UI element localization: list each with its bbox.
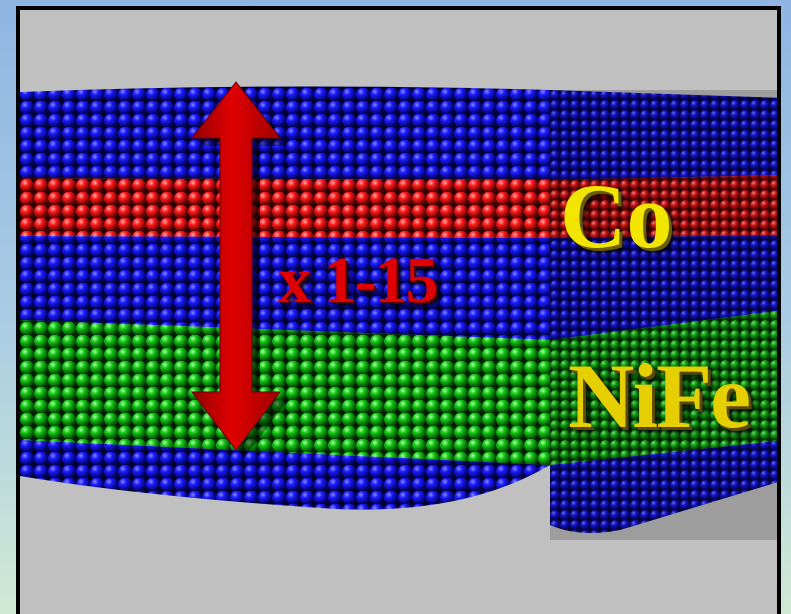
co-layer-label: Co: [560, 165, 673, 267]
figure-panel: x 1-15 Co NiFe: [16, 6, 781, 614]
repeat-count-label: x 1-15: [278, 244, 438, 317]
side-face: [550, 90, 777, 540]
nife-layer-label: NiFe: [568, 345, 751, 447]
layer-nife: [20, 320, 550, 465]
layer-co: [20, 178, 550, 238]
front-face: [20, 86, 550, 510]
double-arrow-icon: [190, 81, 288, 458]
layer-spacer-middle: [20, 236, 550, 340]
multilayer-structure: [20, 81, 777, 540]
layer-spacer-bottom: [20, 440, 550, 510]
layer-spacer-top: [20, 86, 550, 180]
